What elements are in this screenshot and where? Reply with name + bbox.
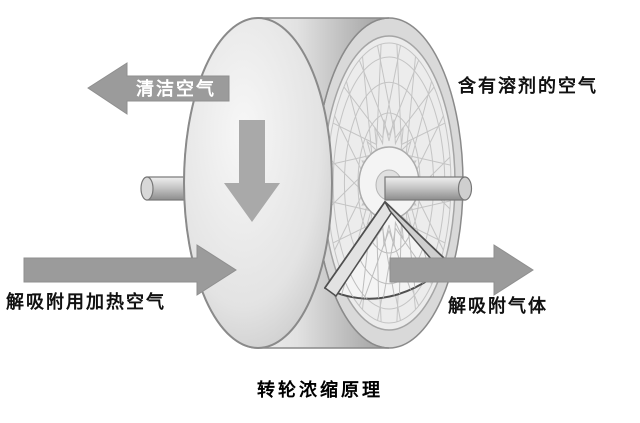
heated-air-arrow xyxy=(23,244,237,296)
desorbed-gas-arrow xyxy=(389,244,534,296)
clean-air-arrow xyxy=(87,62,230,115)
desorbed-gas-label: 解吸附气体 xyxy=(448,295,548,317)
clean-air-label: 清洁空气 xyxy=(136,78,216,100)
right-shaft xyxy=(384,176,473,201)
rotation-arrow xyxy=(224,120,280,222)
diagram-caption: 转轮浓缩原理 xyxy=(257,379,383,401)
heated-air-label: 解吸附用加热空气 xyxy=(6,291,166,313)
solvent-air-label: 含有溶剂的空气 xyxy=(458,75,598,97)
